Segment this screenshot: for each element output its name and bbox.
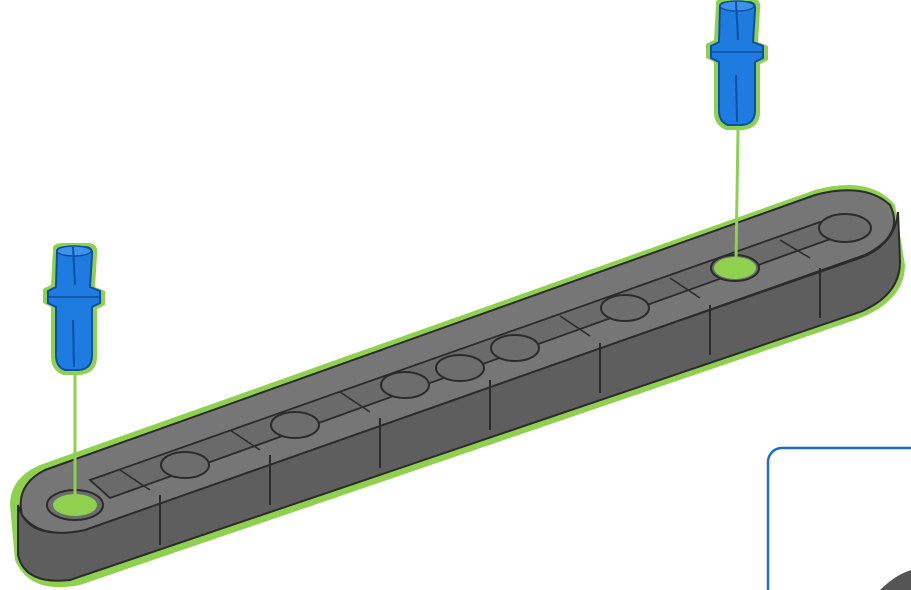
right-pin [706,0,768,130]
detail-callout-frame [768,448,911,590]
right-guide-line [736,130,738,262]
left-pin [43,243,105,375]
